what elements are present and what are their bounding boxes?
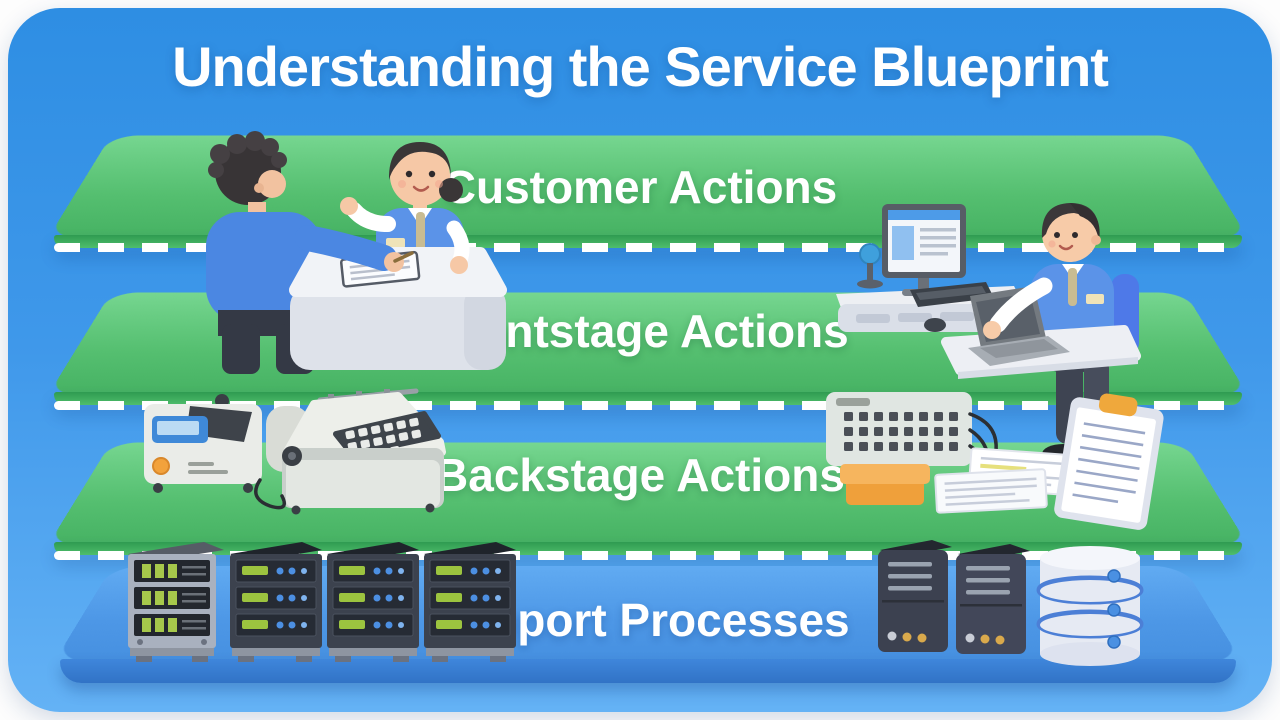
frontstage-workstation-scene	[836, 203, 1142, 464]
mouse	[924, 318, 946, 332]
server-rack-row	[128, 542, 516, 662]
label-printer-machine	[144, 394, 262, 493]
microphone	[857, 243, 883, 289]
dashed-separator	[54, 401, 1242, 410]
towers-and-database-scene	[878, 540, 1144, 666]
clipboard	[1054, 393, 1164, 530]
patch-panel	[826, 392, 998, 480]
processing-machine	[254, 388, 446, 515]
background-card: Understanding the Service Blueprint Cust…	[8, 8, 1272, 712]
page-title: Understanding the Service Blueprint	[172, 35, 1109, 98]
server-rack-dark	[327, 542, 419, 662]
layer-label-customer-actions: Customer Actions	[442, 161, 838, 213]
layer-label-backstage-actions: Backstage Actions	[435, 449, 845, 501]
database-stack	[1036, 546, 1144, 666]
orange-box	[840, 464, 930, 505]
hands-over-counter	[295, 220, 470, 274]
server-rack-dark	[230, 542, 322, 662]
backstage-machines-scene	[144, 388, 446, 515]
dashed-separator	[54, 243, 1242, 252]
keyboard	[910, 282, 994, 307]
layer-slab-edge	[60, 659, 1236, 683]
server-rack-light	[128, 542, 224, 662]
typing-arm	[983, 277, 1053, 339]
server-tower	[878, 540, 952, 652]
desktop-monitor	[882, 204, 966, 296]
customer-interaction-scene	[206, 131, 507, 374]
dashed-separator	[54, 551, 1242, 560]
server-rack-dark	[424, 542, 516, 662]
backstage-documents-scene	[826, 392, 1164, 530]
server-tower	[956, 544, 1030, 654]
